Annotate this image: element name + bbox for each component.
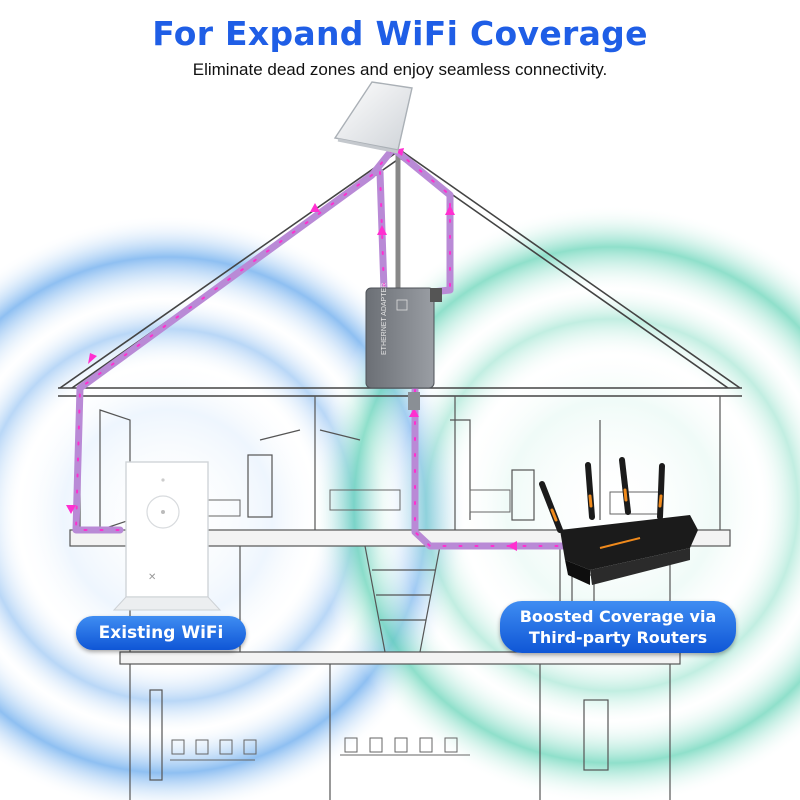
third-party-router-icon	[539, 457, 698, 585]
boosted-coverage-badge: Boosted Coverage via Third-party Routers	[500, 601, 736, 653]
headline-title: For Expand WiFi Coverage	[152, 14, 648, 53]
boosted-coverage-line1: Boosted Coverage via	[519, 607, 717, 626]
existing-wifi-badge: Existing WiFi	[76, 616, 246, 650]
boosted-coverage-line2: Third-party Routers	[528, 628, 708, 647]
svg-text:✕: ✕	[148, 572, 156, 583]
ethernet-cable	[72, 146, 574, 550]
satellite-dish-icon	[333, 81, 413, 154]
left-dining-set	[170, 739, 257, 761]
ethernet-adapter-icon: ETHERNET ADAPTER	[365, 283, 442, 410]
furniture	[170, 489, 661, 761]
adapter-label: ETHERNET ADAPTER	[381, 283, 388, 355]
cable-arrows	[66, 148, 517, 551]
headline-subtitle: Eliminate dead zones and enjoy seamless …	[192, 60, 608, 79]
center-dining-set	[340, 737, 470, 756]
wifi-router-icon: ✕	[112, 461, 222, 611]
